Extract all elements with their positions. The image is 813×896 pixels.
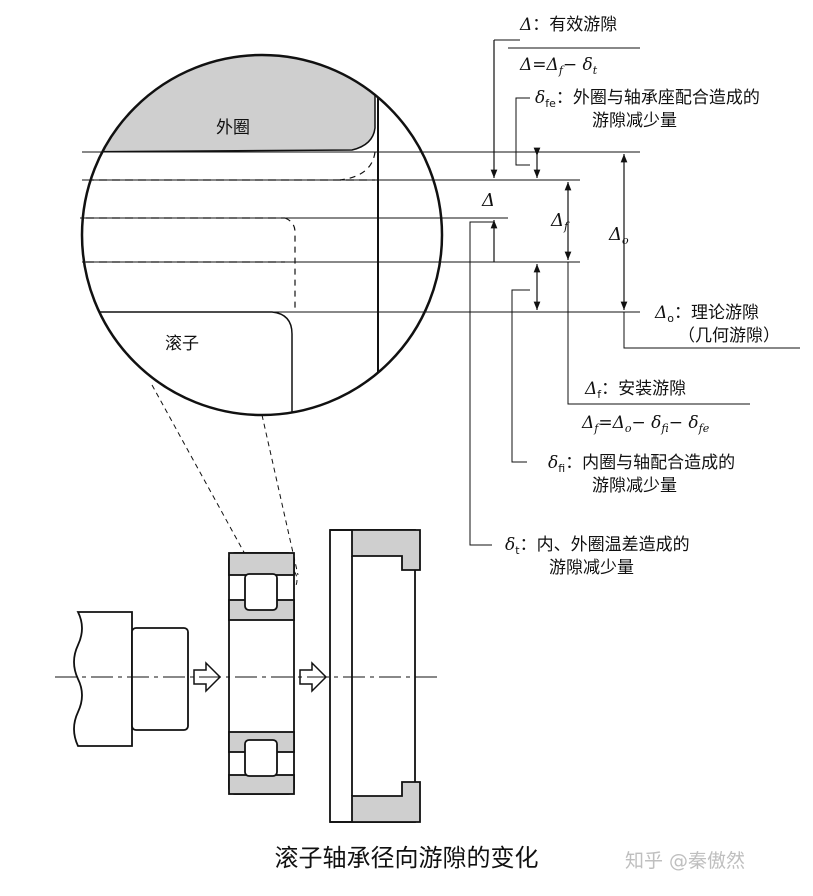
outer-ring-label: 外圈	[216, 118, 250, 138]
roller-shape	[82, 311, 293, 415]
svg-text:（几何游隙）: （几何游隙）	[678, 326, 780, 346]
figure-caption: 滚子轴承径向游隙的变化	[274, 844, 539, 872]
label-outer-fit-reduction: δfe：外圈与轴承座配合造成的 游隙减少量	[535, 88, 760, 131]
housing	[329, 529, 421, 823]
svg-text:Δf=Δo− δfi− δfe: Δf=Δo− δfi− δfe	[581, 413, 710, 435]
label-installed-clearance: Δf：安装游隙 Δf=Δo− δfi− δfe	[581, 379, 710, 435]
label-effective-clearance: Δ：有效游隙 Δ=Δf− δt	[519, 15, 617, 77]
svg-text:δfe：外圈与轴承座配合造成的: δfe：外圈与轴承座配合造成的	[535, 88, 760, 110]
roller-label: 滚子	[165, 334, 199, 354]
svg-text:游隙减少量: 游隙减少量	[592, 476, 677, 496]
magnified-view: 外圈 滚子	[80, 53, 444, 417]
shaft	[73, 611, 189, 747]
label-theoretical-clearance: Δo：理论游隙 （几何游隙）	[654, 303, 780, 346]
dimension-labels: Δ Δf Δo	[481, 190, 629, 247]
dim-delta-f: Δf	[550, 210, 570, 233]
svg-text:Δo：理论游隙: Δo：理论游隙	[654, 303, 759, 325]
label-inner-fit-reduction: δfi：内圈与轴配合造成的 游隙减少量	[548, 453, 735, 496]
label-temperature-reduction: δt：内、外圈温差造成的 游隙减少量	[505, 535, 690, 578]
bearing	[228, 552, 295, 795]
dimension-arrows	[490, 40, 628, 310]
svg-text:δfi：内圈与轴配合造成的: δfi：内圈与轴配合造成的	[548, 453, 735, 475]
svg-text:游隙减少量: 游隙减少量	[549, 558, 634, 578]
svg-text:Δ=Δf− δt: Δ=Δf− δt	[519, 55, 598, 77]
leader-lines	[469, 39, 800, 546]
svg-text:Δf：安装游隙: Δf：安装游隙	[584, 379, 686, 401]
svg-text:Δ：有效游隙: Δ：有效游隙	[519, 15, 617, 35]
dim-delta-o: Δo	[608, 224, 629, 247]
svg-text:δt：内、外圈温差造成的: δt：内、外圈温差造成的	[505, 535, 690, 557]
svg-text:游隙减少量: 游隙减少量	[592, 111, 677, 131]
dim-delta: Δ	[481, 190, 495, 211]
extension-lines	[80, 151, 640, 313]
watermark: 知乎 @秦傲然	[625, 850, 746, 872]
